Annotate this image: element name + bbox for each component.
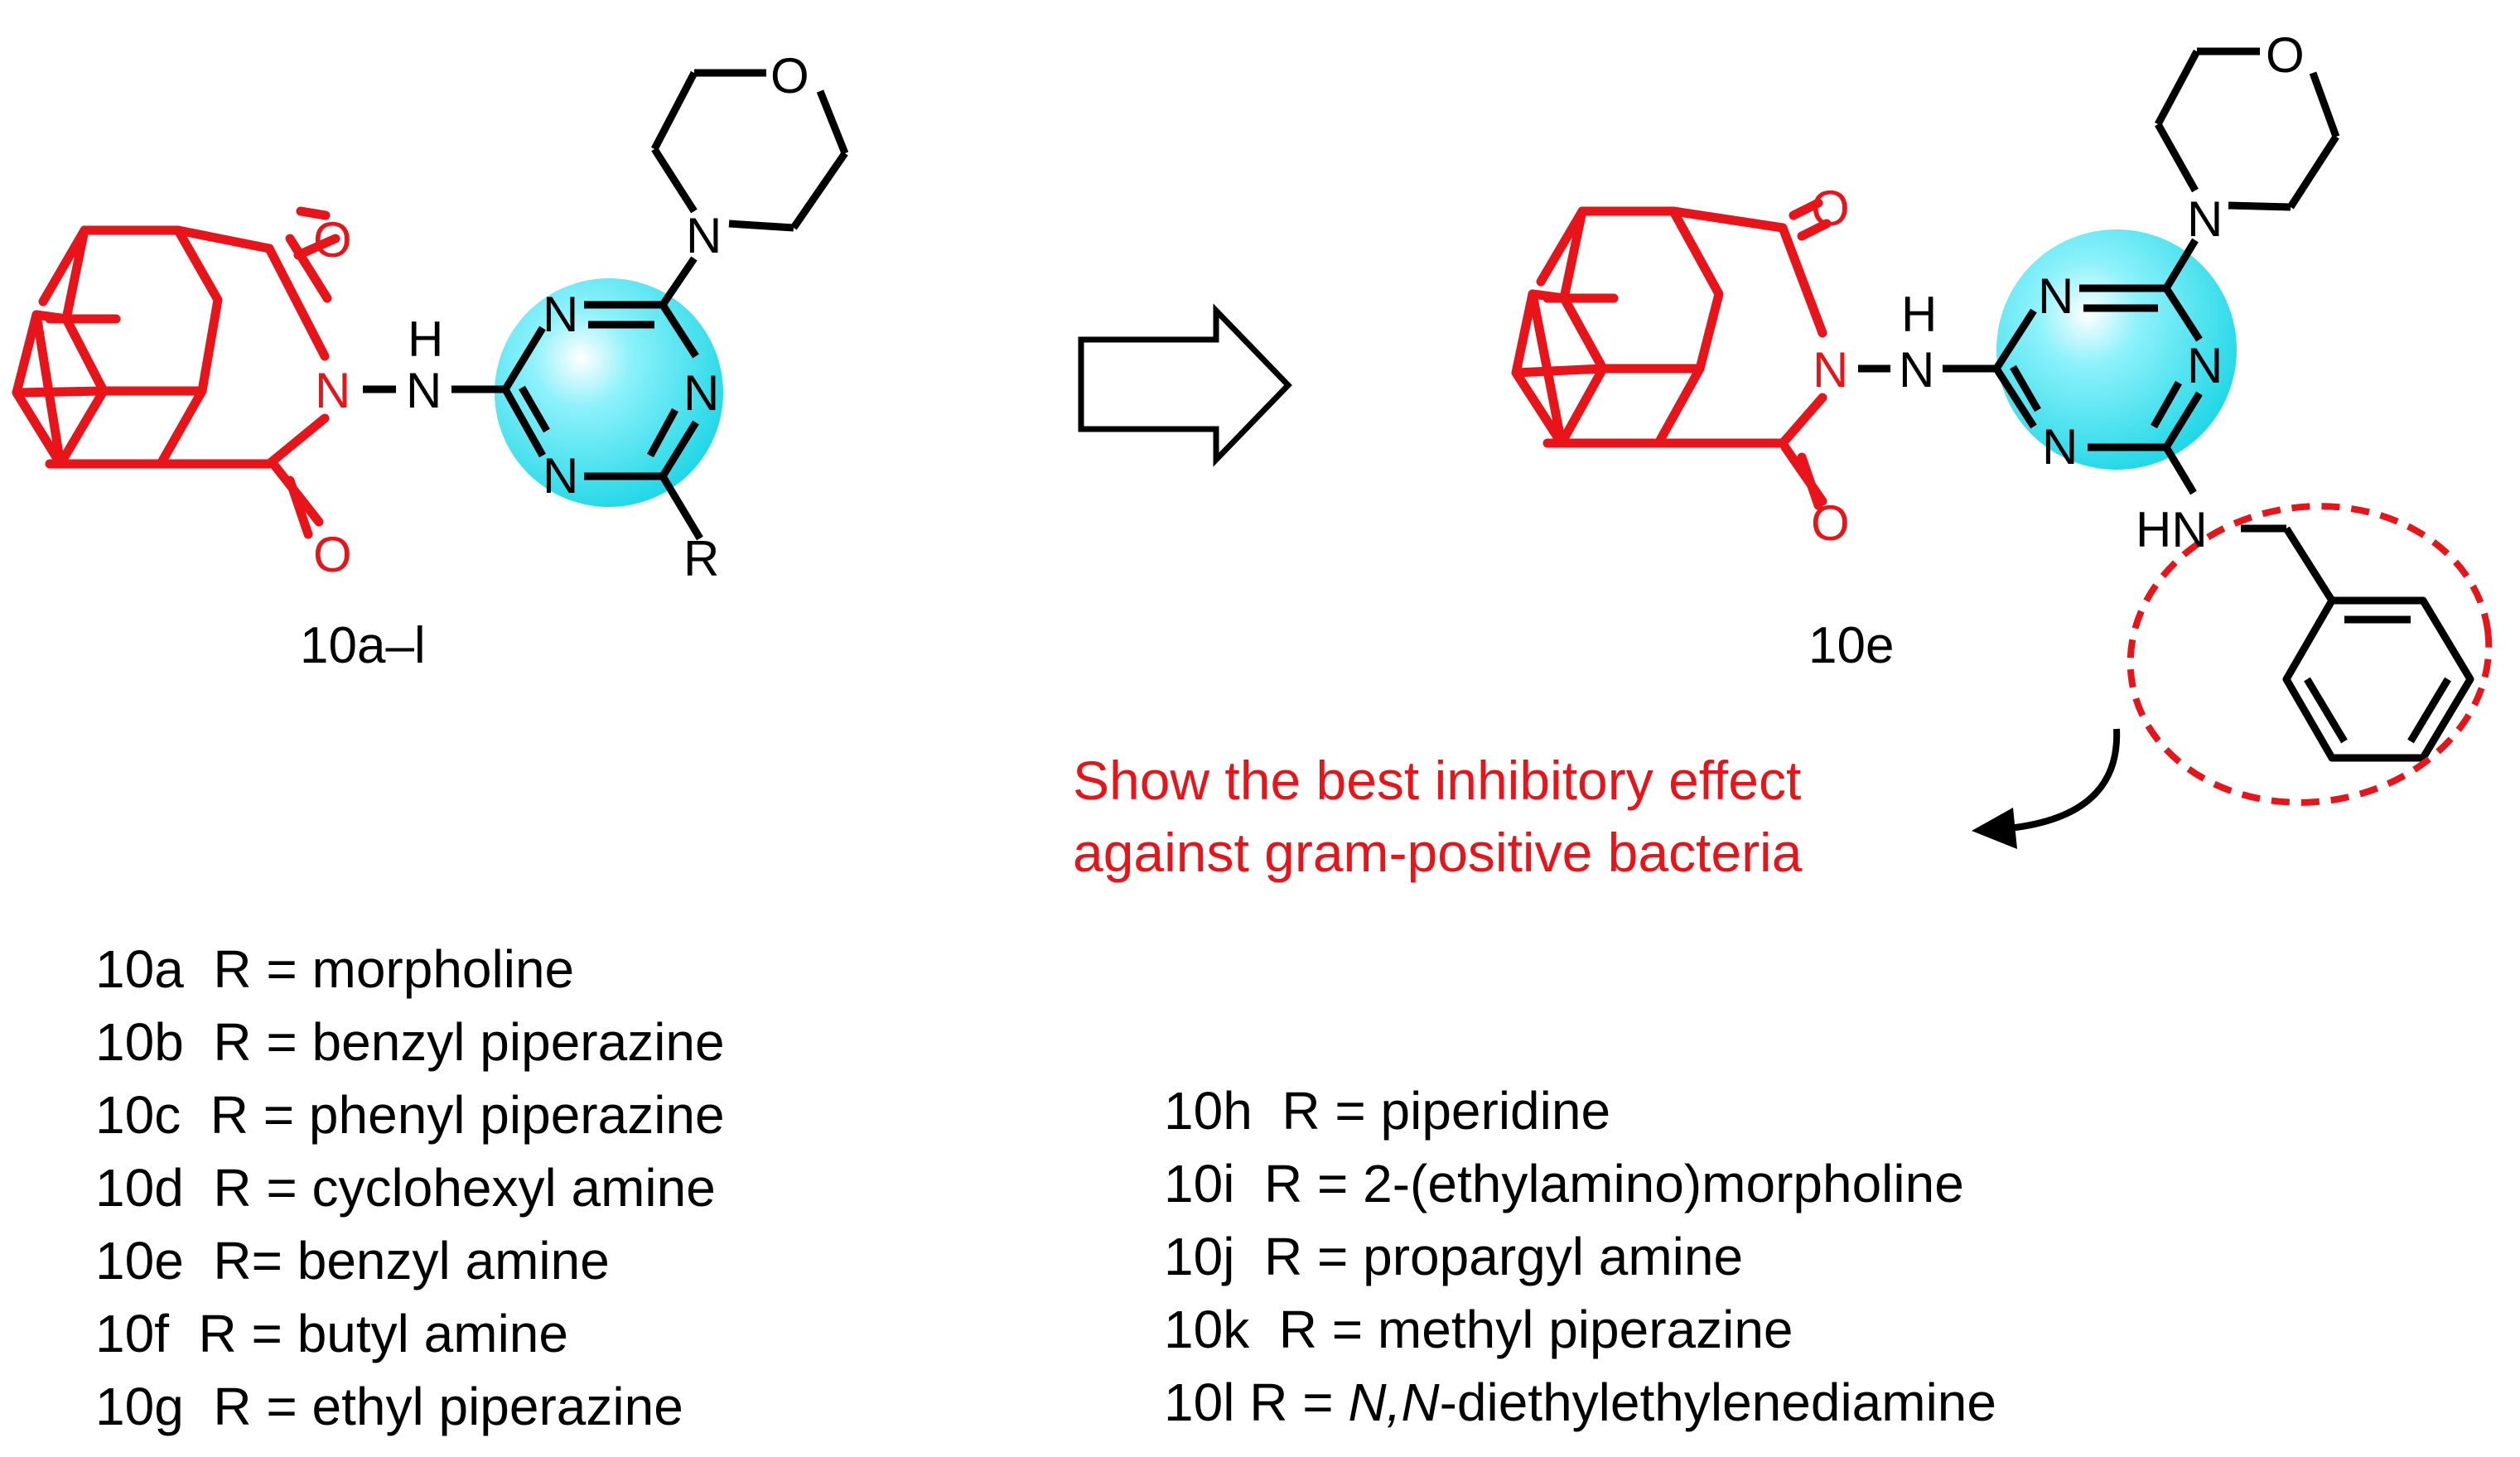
benzylamine-hn: HN: [2136, 502, 2208, 557]
compound-10h: 10h R = piperidine: [1164, 1081, 1610, 1141]
triazine-ring-left: [502, 301, 699, 480]
hydrazine-h-left: H: [408, 311, 443, 367]
triazine-n1-left: N: [543, 287, 578, 342]
triazine-n3-left: N: [543, 448, 578, 504]
compound-10l-prefix: 10l R =: [1164, 1373, 1348, 1432]
r-bond-left: [659, 474, 703, 541]
annotation-line-1: Show the best inhibitory effect: [1073, 750, 1801, 811]
caption-right: 10e: [1808, 617, 1894, 674]
compound-10b: 10b R = benzyl piperazine: [95, 1012, 725, 1072]
compound-10g: 10g R = ethyl piperazine: [95, 1377, 683, 1436]
carbonyl-o-bottom-left: O: [313, 527, 352, 582]
hollow-right-arrow-icon: [1078, 303, 1292, 467]
hydrazine-n-left: N: [406, 363, 442, 418]
right-structure: O O N H N N N N N O HN 10e: [1511, 27, 2493, 806]
morpholine-n-right: N: [2187, 191, 2223, 247]
compound-10e: 10e R= benzyl amine: [95, 1231, 610, 1291]
compound-10k: 10k R = methyl piperazine: [1164, 1300, 1793, 1359]
imide-n-left: N: [315, 363, 350, 418]
triazine-ring-right: [1993, 284, 2203, 451]
compound-10l: 10l R = N,N-diethylethylenediamine: [1164, 1373, 1996, 1432]
triazine-highlight-left: [495, 278, 723, 507]
triazine-n2-left: N: [683, 365, 719, 421]
compound-list-right: 10h R = piperidine 10i R = 2-(ethylamino…: [1164, 1081, 1996, 1432]
compound-10f: 10f R = butyl amine: [95, 1304, 568, 1363]
activity-annotation: Show the best inhibitory effect against …: [1073, 728, 2121, 883]
carbonyl-o-bottom-right: O: [1811, 495, 1850, 551]
curved-arrow-head: [1972, 808, 2017, 849]
compound-10l-suffix: -diethylethylenediamine: [1440, 1373, 1996, 1432]
triazine-n1-right: N: [2038, 268, 2073, 324]
morpholine-n-left: N: [686, 208, 722, 263]
compound-10i: 10i R = 2-(ethylamino)morpholine: [1164, 1154, 1964, 1213]
naphthalimide-scaffold-right: [1511, 198, 1832, 510]
r-group-left: R: [683, 531, 719, 586]
triazine-n2-right: N: [2187, 338, 2223, 393]
compound-10a: 10a R = morpholine: [95, 939, 574, 999]
compound-10j: 10j R = propargyl amine: [1164, 1227, 1743, 1286]
compound-10c: 10c R = phenyl piperazine: [95, 1085, 725, 1145]
carbonyl-o-top-right: O: [1811, 181, 1850, 236]
imide-n-right: N: [1813, 342, 1848, 398]
morpholine-o-right: O: [2266, 27, 2305, 83]
carbonyl-o-top-left: O: [313, 212, 352, 268]
naphthalimide-scaffold-left: [12, 206, 340, 539]
triazine-highlight-right: [1996, 229, 2237, 470]
morpholine-left: [651, 69, 849, 307]
curved-arrow-icon: [2008, 728, 2121, 832]
hydrazine-h-right: H: [1901, 287, 1937, 342]
caption-left: 10a–l: [300, 617, 426, 674]
left-structure: O O N H N N N N N O R 10a–l: [12, 48, 849, 674]
compound-10d: 10d R = cyclohexyl amine: [95, 1158, 716, 1218]
triazine-n3-right: N: [2042, 419, 2078, 475]
benzylamine-right: [2163, 445, 2474, 762]
compound-10l-italic: N,N: [1348, 1373, 1440, 1432]
compound-list-left: 10a R = morpholine 10b R = benzyl pipera…: [95, 939, 725, 1436]
morpholine-right: [2155, 47, 2340, 291]
morpholine-o-left: O: [770, 48, 809, 104]
annotation-line-2: against gram-positive bacteria: [1073, 822, 1803, 883]
benzyl-dashed-highlight: [2127, 503, 2493, 806]
hydrazine-n-right: N: [1899, 342, 1934, 398]
